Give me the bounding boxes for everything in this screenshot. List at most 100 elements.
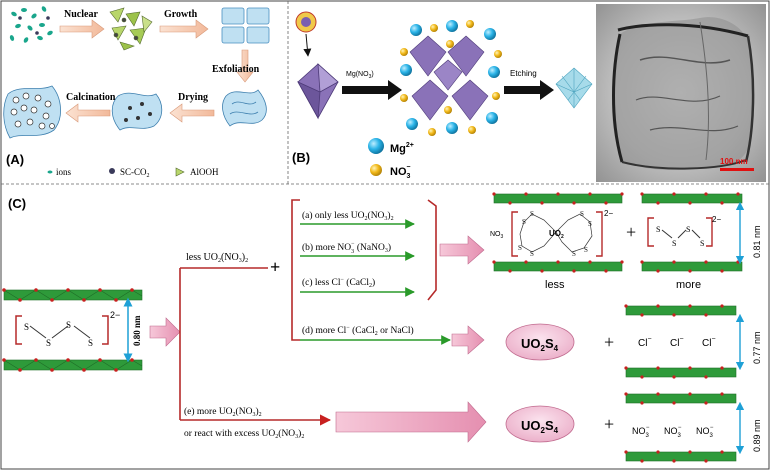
drying-arrow [169, 103, 215, 123]
calcination-arrow [65, 103, 111, 123]
svg-text:S: S [88, 338, 93, 348]
scale-bar-label: 100 nm [720, 157, 748, 166]
legend-alooh: AlOOH [190, 167, 219, 177]
no3-ion-label: NO3− [390, 164, 411, 180]
bracket-more-open [647, 217, 654, 247]
nitrate-1: NO3− [632, 425, 650, 439]
more-charge: 2− [712, 215, 721, 224]
layer-bottom-d [624, 366, 737, 379]
svg-text:S: S [580, 210, 584, 218]
condition-b: (b) more NO3− (NaNO3) [302, 241, 391, 255]
plus-sign-branch: + [270, 257, 280, 277]
svg-text:S: S [24, 322, 29, 332]
template-arrow [303, 33, 312, 57]
spacing-more: 0.81 nm [752, 225, 762, 258]
bracket-left-close [102, 315, 109, 345]
ions-cluster [9, 6, 53, 43]
mg-ion-icon [368, 138, 384, 154]
pink-arrow-main [149, 317, 181, 347]
exfoliation-arrow [236, 49, 254, 83]
template-core [301, 17, 311, 27]
svg-text:S: S [518, 244, 522, 252]
uo2s4-ellipse-d [505, 323, 575, 361]
svg-text:S: S [584, 246, 588, 254]
caption-more: more [676, 279, 701, 291]
product-d: UO2S4 + Cl− Cl− Cl− 0.77 nm [505, 304, 762, 379]
nuclei-cluster [109, 7, 153, 51]
chloride-3: Cl− [702, 336, 716, 349]
legend-ions: ions [56, 167, 72, 177]
condition-a: (a) only less UO2(NO3)2 [302, 210, 394, 222]
spacing-left: 0.80 nm [132, 315, 142, 346]
exfoliated-sheets [222, 89, 267, 127]
bracket-less-close [596, 211, 603, 257]
legend-scco2: SC-CO2 [120, 167, 150, 179]
mg-ion-label: Mg2+ [390, 142, 414, 155]
step-nuclear: Nuclear [64, 9, 98, 20]
etching-label: Etching [510, 69, 537, 78]
layer-bottom-less [492, 260, 624, 273]
layer-top-d [624, 304, 737, 317]
grown-plates [221, 7, 270, 44]
panel-c: (C) S S S S 2− 0.80 [2, 192, 762, 463]
ion-spheres [400, 20, 502, 136]
layer-bottom-e [624, 450, 737, 463]
panel-a: Nuclear Growth Exfoliation [3, 6, 270, 179]
bracket-less-open [511, 211, 518, 257]
condition-e-line1: (e) more UO2(NO3)2 [184, 406, 262, 418]
panel-c-label: (C) [8, 196, 26, 211]
nitrate-less: NO3 [490, 231, 504, 240]
svg-text:S: S [588, 220, 592, 228]
bracket-left-open [15, 315, 22, 345]
mg-nitrate-arrow [342, 80, 402, 100]
etching-arrow [504, 80, 554, 100]
step-exfoliation: Exfoliation [212, 64, 260, 75]
less-charge: 2− [604, 209, 613, 218]
nitrate-3: NO3− [696, 425, 714, 439]
no3-ion-icon [370, 164, 382, 176]
uo2-center: UO2 [549, 229, 564, 240]
svg-text:S: S [656, 225, 660, 234]
step-growth: Growth [164, 9, 198, 20]
legend-scco2-icon [109, 168, 115, 174]
pink-arrow-e [335, 401, 487, 443]
product-more: SS SS 2− 0.81 nm more [640, 192, 762, 291]
svg-text:S: S [530, 210, 534, 218]
nuclear-arrow [59, 19, 105, 39]
svg-text:S: S [522, 218, 526, 226]
growth-arrow [159, 19, 209, 39]
pink-arrow-d [451, 325, 485, 355]
condition-d: (d) more Cl− (CaCl2 or NaCl) [302, 325, 414, 337]
octahedron-precursor [297, 63, 339, 120]
s4-chain-more: SS SS [656, 225, 704, 248]
condition-arrows [300, 219, 451, 345]
s4-chain-left: S S S S [24, 320, 93, 348]
uo2s4-ellipse-e [505, 405, 575, 443]
condition-e-line2: or react with excess UO2(NO3)2 [184, 428, 304, 440]
s4-charge-left: 2− [110, 310, 120, 320]
branch-lines [179, 199, 332, 426]
layer-top-e [624, 392, 737, 405]
spacing-d: 0.77 nm [752, 331, 762, 364]
layer-top-less [492, 192, 624, 205]
nitrate-2: NO3− [664, 425, 682, 439]
porous-product [3, 85, 61, 139]
chloride-1: Cl− [638, 336, 652, 349]
svg-text:S: S [672, 239, 676, 248]
svg-text:S: S [530, 250, 534, 258]
pink-arrow-abc [439, 235, 485, 265]
ldh-left: S S S S 2− 0.80 nm [2, 288, 143, 372]
branch-less-uo2: less UO2(NO3)2 [186, 252, 248, 264]
plus-less-more: + [626, 222, 636, 242]
layer-bottom-more [640, 260, 743, 273]
panel-a-label: (A) [6, 152, 24, 167]
legend-alooh-icon [175, 167, 185, 177]
svg-text:S: S [686, 225, 690, 234]
product-e: UO2S4 + NO3− NO3− NO3− 0.89 nm [505, 392, 762, 463]
bracket-abc [427, 199, 437, 301]
